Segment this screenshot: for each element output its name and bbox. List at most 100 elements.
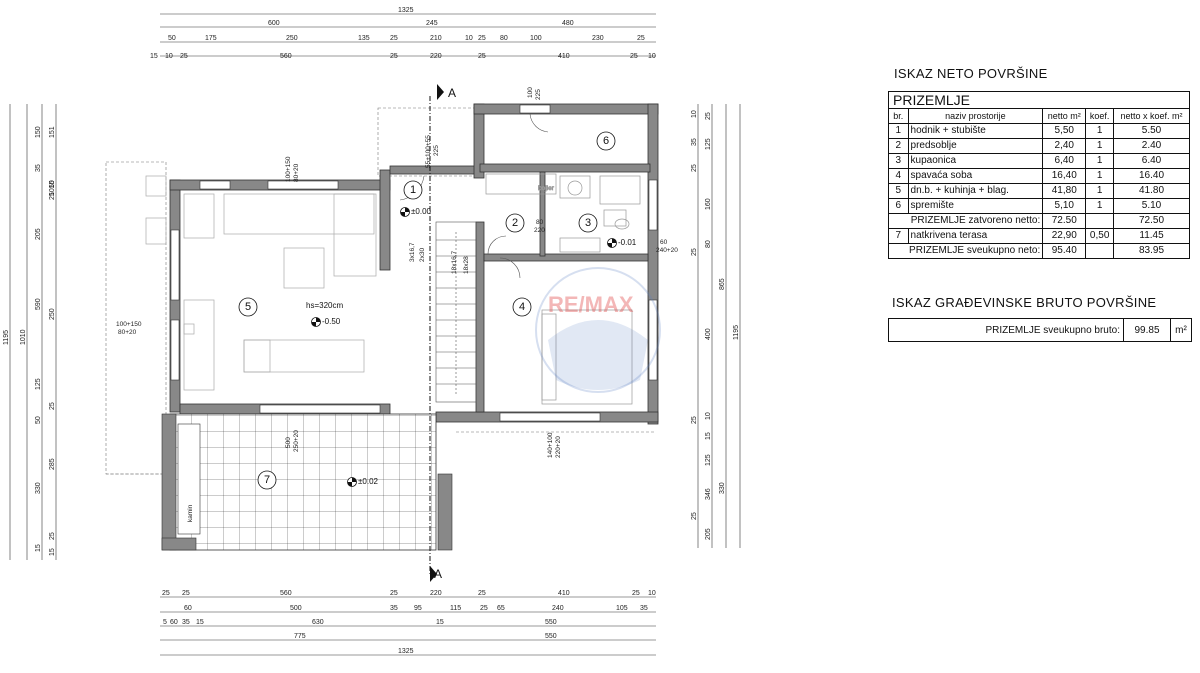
bed [541, 309, 633, 405]
dim-label: 135 [358, 35, 370, 42]
fireplace-label: kamin [187, 504, 194, 522]
bottom-dim-row-5: 1325 [398, 648, 414, 655]
level-label: ±0.02 [358, 477, 379, 486]
section-line: A A [429, 84, 456, 582]
dim-label: 35 [691, 138, 698, 146]
room-number: 6 [603, 135, 609, 147]
cell: spremište [907, 198, 1044, 214]
dim-label: 150 [35, 126, 42, 138]
dim-label: 50 [168, 35, 176, 42]
col-header: netto x koef. m² [1113, 108, 1190, 124]
cell: 2,40 [1042, 138, 1087, 154]
cell: 1 [1085, 183, 1115, 199]
dim-label: 60 [184, 605, 192, 612]
gross-label: PRIZEMLJE sveukupno bruto: [888, 318, 1124, 342]
dim-label: 25 [390, 590, 398, 597]
dim-label: 25 [691, 512, 698, 520]
dim-label: 125 [35, 378, 42, 390]
table-row: 6 spremište 5,10 1 5.10 [888, 198, 1190, 214]
dim-label: 230 [592, 35, 604, 42]
cell: natkrivena terasa [907, 228, 1044, 244]
cell: 1 [1085, 138, 1115, 154]
table-row: 3 kupaonica 6,40 1 6.40 [888, 153, 1190, 169]
bottom-dim-row-2: 60 500 35 95 115 25 65 240 105 35 [184, 605, 648, 612]
total-net: 95.40 [1042, 243, 1087, 259]
dim-label: 25 [390, 53, 398, 60]
dim-label: 1325 [398, 7, 414, 14]
dim-label: 10 [648, 53, 656, 60]
door-dim: 225 [535, 89, 542, 100]
staircase [435, 221, 477, 403]
cell: 16.40 [1113, 168, 1190, 184]
dim-label: 5 [163, 619, 167, 626]
bathroom-fixtures: bojler [485, 173, 641, 253]
dim-label: 400 [705, 328, 712, 340]
total-label: PRIZEMLJE sveukupno neto: [887, 243, 1044, 259]
dim-label: 25 [691, 248, 698, 256]
door-dim: 225 [433, 145, 440, 156]
col-header: netto m² [1042, 108, 1087, 124]
dim-label: 10 [165, 53, 173, 60]
stair-dim: 2x30 [419, 248, 426, 262]
dim-label: 15 [49, 548, 56, 556]
dim-label: 25 [632, 590, 640, 597]
table-row: 5 dn.b. + kuhinja + blag. 41,80 1 41.80 [888, 183, 1190, 199]
dim-label: 285 [49, 458, 56, 470]
dim-label: 205 [35, 228, 42, 240]
dim-label: 25 [480, 605, 488, 612]
remax-watermark: RE/MAX [535, 267, 661, 393]
room-number: 5 [245, 301, 251, 313]
door-dim: 500 [285, 437, 292, 448]
net-area-table: PRIZEMLJE br. naziv prostorije netto m² … [887, 91, 1190, 259]
window-dim: 100+150 [116, 321, 142, 328]
cell: 5,50 [1042, 123, 1087, 139]
dim-label: 10 [465, 35, 473, 42]
stair-dim: 18x28 [463, 256, 470, 274]
left-dim-labels: 1195 1010 150 35 205 590 125 50 330 15 1… [3, 126, 56, 556]
top-dimensions [160, 13, 656, 57]
col-header: koef. [1085, 108, 1115, 124]
cell: 1 [1085, 123, 1115, 139]
dim-label: 550 [545, 633, 557, 640]
top-dim-row-4: 15 10 25 560 25 220 25 410 25 10 [150, 53, 656, 60]
cell: 3 [888, 153, 909, 169]
dim-label: 250 [49, 308, 56, 320]
dim-label: 35 [390, 605, 398, 612]
furniture [145, 175, 377, 391]
dim-label: 250 [286, 35, 298, 42]
window-dim: 80+20 [118, 329, 137, 336]
ceiling-height-label: hs=320cm [306, 301, 343, 310]
dim-label: 95 [414, 605, 422, 612]
room-marker [505, 213, 525, 233]
right-dimensions [697, 104, 741, 548]
gross-area-title: ISKAZ GRAĐEVINSKE BRUTO POVRŠINE [892, 295, 1157, 310]
bottom-dim-row-1: 25 25 560 25 220 25 410 25 10 [162, 590, 656, 597]
dim-label: 80 [705, 240, 712, 248]
dim-label: 240 [552, 605, 564, 612]
subtotal-row: PRIZEMLJE zatvoreno netto: 72.50 72.50 [887, 213, 1190, 229]
door-dim: 220 [534, 227, 545, 234]
dim-label: 125 [705, 454, 712, 466]
dim-label: 10 [648, 590, 656, 597]
dim-label: 1010 [20, 329, 27, 345]
table-row: 7 natkrivena terasa 22,90 0,50 11.45 [888, 228, 1190, 244]
cell: 1 [888, 123, 909, 139]
dim-label: 630 [312, 619, 324, 626]
dim-label: 15 [705, 432, 712, 440]
dim-label: 220 [430, 590, 442, 597]
net-area-title: ISKAZ NETO POVRŠINE [894, 66, 1048, 81]
cell: 22,90 [1042, 228, 1087, 244]
dim-label: 25 [49, 532, 56, 540]
cell: 2 [888, 138, 909, 154]
bottom-dim-row-3: 5 60 35 15 630 15 550 [163, 619, 557, 626]
dim-label: 25 [478, 35, 486, 42]
dim-label: 175 [205, 35, 217, 42]
dim-label: 35 [640, 605, 648, 612]
subtotal-label: PRIZEMLJE zatvoreno netto: [887, 213, 1044, 229]
level-markers: ±0.00 -0.01 -0.50 hs=320cm ±0.02 [306, 207, 637, 487]
room-marker [238, 297, 258, 317]
dim-label: 25 [637, 35, 645, 42]
dim-label: 25 [691, 164, 698, 172]
window-dim: 80+20 [293, 163, 300, 182]
dim-label: 15 [35, 544, 42, 552]
